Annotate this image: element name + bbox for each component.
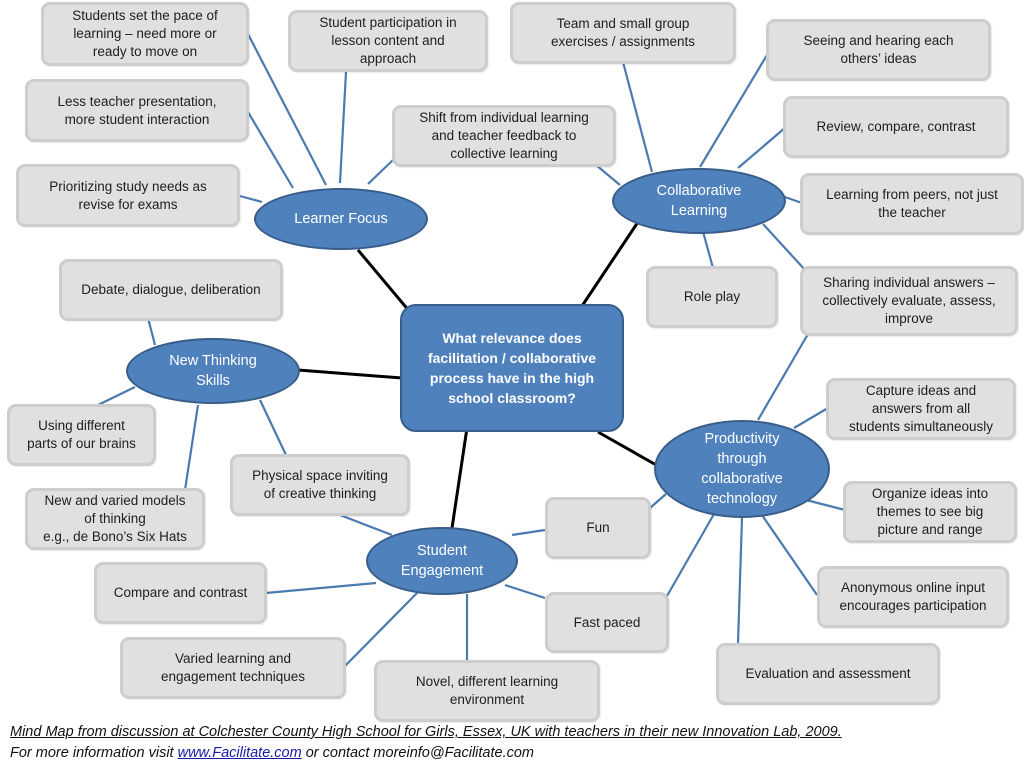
- leaf-review-compare[interactable]: Review, compare, contrast: [783, 96, 1009, 158]
- leaf-student-participation[interactable]: Student participation in lesson content …: [288, 10, 488, 72]
- branch-line: [504, 583, 546, 600]
- branch-line: [621, 61, 654, 173]
- leaf-fun[interactable]: Fun: [545, 497, 651, 559]
- leaf-students-set-pace[interactable]: Students set the pace of learning – need…: [41, 2, 249, 66]
- leaf-anonymous-input[interactable]: Anonymous online input encourages partic…: [817, 566, 1009, 628]
- trunk-engagement: [450, 427, 469, 529]
- leaf-new-varied-models[interactable]: New and varied models of thinking e.g., …: [25, 488, 205, 550]
- branch-line: [247, 33, 327, 186]
- trunk-collaborative: [580, 221, 640, 307]
- hub-learner-focus[interactable]: Learner Focus: [254, 188, 428, 250]
- branch-line: [805, 498, 846, 512]
- footer-contact-suffix: or contact moreinfo@Facilitate.com: [301, 745, 535, 761]
- leaf-organize-ideas[interactable]: Organize ideas into themes to see big pi…: [843, 481, 1017, 543]
- leaf-prioritizing-study[interactable]: Prioritizing study needs as revise for e…: [16, 164, 240, 227]
- central-topic[interactable]: What relevance does facilitation / colla…: [400, 304, 624, 432]
- leaf-evaluation-assessment[interactable]: Evaluation and assessment: [716, 643, 940, 705]
- trunk-learner-focus: [356, 249, 412, 313]
- leaf-less-teacher-presentation[interactable]: Less teacher presentation, more student …: [25, 79, 249, 142]
- leaf-using-different-parts[interactable]: Using different parts of our brains: [7, 404, 156, 466]
- leaf-shift-individual-learning[interactable]: Shift from individual learning and teach…: [392, 105, 616, 167]
- branch-line: [183, 404, 200, 491]
- branch-line: [338, 71, 348, 184]
- branch-line: [700, 227, 715, 269]
- branch-line: [649, 493, 667, 509]
- trunk-productivity: [597, 430, 659, 468]
- branch-line: [511, 528, 546, 537]
- footer-contact-prefix: For more information visit: [10, 745, 178, 761]
- leaf-learning-from-peers[interactable]: Learning from peers, not just the teache…: [800, 173, 1024, 235]
- hub-productivity[interactable]: Productivity through collaborative techn…: [654, 420, 830, 518]
- branch-line: [146, 317, 157, 346]
- branch-line: [239, 194, 263, 204]
- hub-collaborative-learning[interactable]: Collaborative Learning: [612, 168, 786, 234]
- leaf-compare-contrast[interactable]: Compare and contrast: [94, 562, 267, 624]
- hub-new-thinking-skills[interactable]: New Thinking Skills: [126, 338, 300, 404]
- leaf-capture-ideas[interactable]: Capture ideas and answers from all stude…: [826, 378, 1016, 440]
- branch-line: [793, 407, 829, 429]
- leaf-debate-dialogue[interactable]: Debate, dialogue, deliberation: [59, 259, 283, 321]
- facilitate-link[interactable]: www.Facilitate.com: [177, 745, 302, 761]
- leaf-fast-paced[interactable]: Fast paced: [545, 592, 669, 653]
- branch-line: [265, 581, 377, 595]
- hub-student-engagement[interactable]: Student Engagement: [366, 527, 518, 595]
- branch-line: [699, 49, 771, 168]
- branch-line: [757, 333, 809, 421]
- leaf-sharing-answers[interactable]: Sharing individual answers – collectivel…: [800, 266, 1018, 336]
- branch-line: [736, 517, 744, 644]
- branch-line: [367, 159, 394, 185]
- branch-line: [595, 164, 621, 186]
- trunk-new-thinking: [297, 368, 403, 380]
- leaf-team-small-group[interactable]: Team and small group exercises / assignm…: [510, 2, 736, 64]
- branch-line: [339, 513, 393, 537]
- leaf-varied-learning[interactable]: Varied learning and engagement technique…: [120, 637, 346, 699]
- footer-contact: For more information visit www.Facilitat…: [10, 745, 534, 761]
- branch-line: [343, 591, 419, 668]
- leaf-novel-environment[interactable]: Novel, different learning environment: [374, 660, 600, 722]
- leaf-role-play[interactable]: Role play: [646, 266, 778, 328]
- branch-line: [737, 126, 787, 169]
- branch-line: [259, 399, 287, 456]
- leaf-seeing-hearing[interactable]: Seeing and hearing each others’ ideas: [766, 19, 991, 81]
- footer-caption: Mind Map from discussion at Colchester C…: [10, 724, 842, 740]
- branch-line: [762, 223, 807, 272]
- branch-line: [97, 386, 136, 406]
- branch-line: [247, 111, 294, 189]
- leaf-physical-space[interactable]: Physical space inviting of creative thin…: [230, 454, 410, 516]
- branch-line: [666, 513, 715, 597]
- branch-line: [761, 514, 818, 596]
